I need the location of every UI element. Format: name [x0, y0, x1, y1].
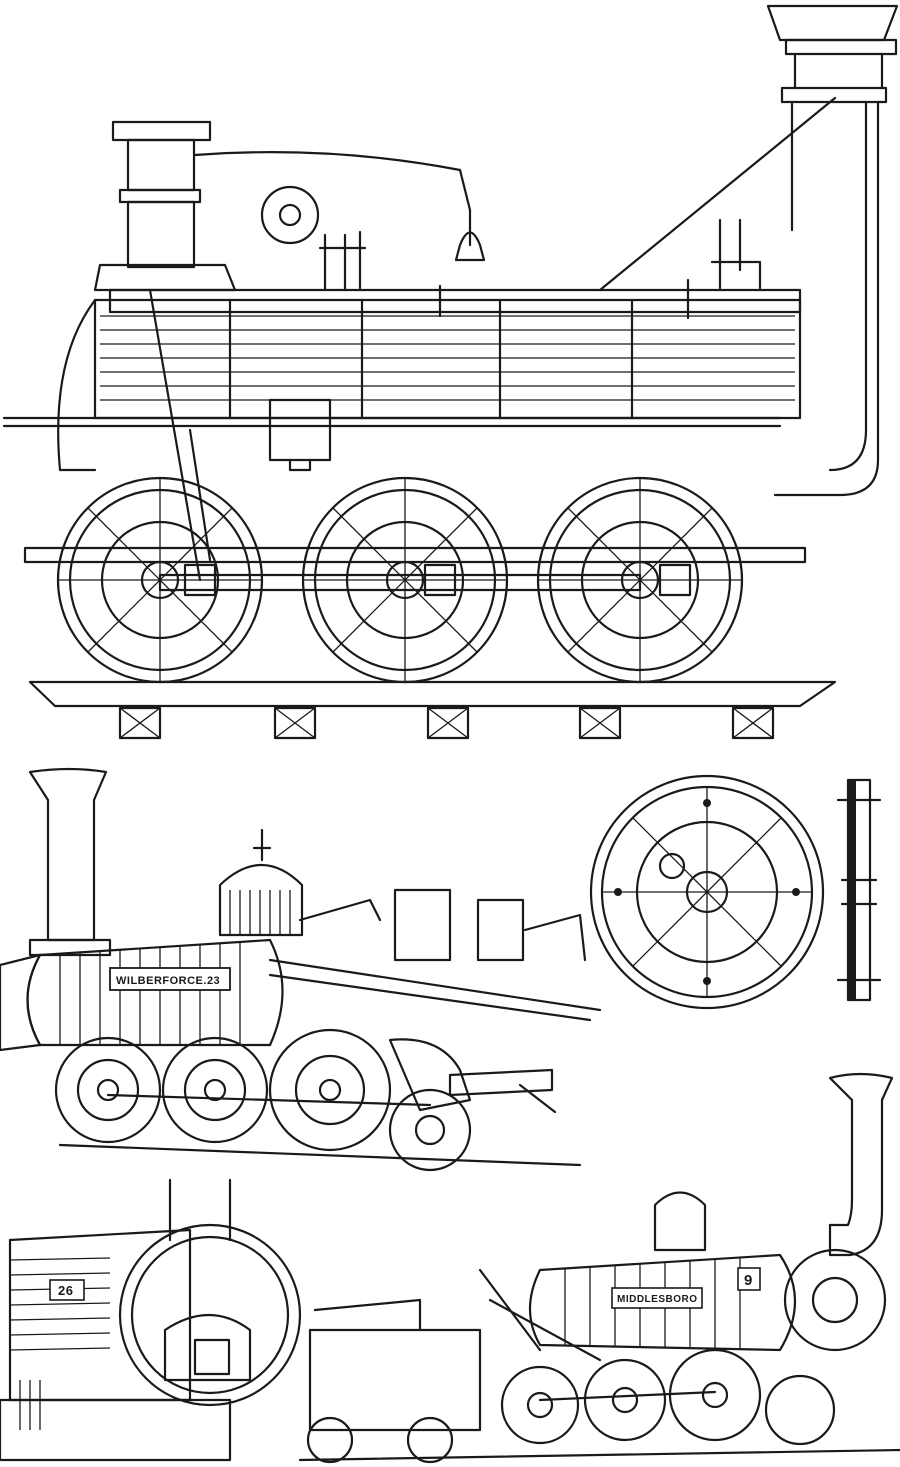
wheel-detail-front: [589, 774, 825, 1010]
frame-rail: [23, 546, 807, 564]
middlesboro-tender: [308, 1298, 482, 1432]
number-plate: [737, 1267, 761, 1291]
boiler-barrel: [57, 298, 802, 472]
water-tank: [393, 888, 452, 962]
wilberforce-wheels: [54, 1028, 472, 1172]
side-elevation-locomotive: [2, 4, 899, 740]
rail: [28, 680, 837, 708]
wilberforce-nameplate-text: WILBERFORCE.23: [116, 975, 220, 987]
gauge-dial: [260, 185, 320, 245]
middlesboro-nameplate: [611, 1287, 703, 1309]
number-plate-text: 9: [744, 1272, 753, 1289]
middlesboro-track: [298, 1448, 900, 1462]
smokebox-door: [118, 1223, 302, 1407]
middlesboro-chimney: [828, 1072, 894, 1257]
smokebox-number-plate: [49, 1279, 85, 1301]
sleepers: [118, 706, 775, 740]
wheel-detail-section: [836, 778, 882, 1002]
stack-stay-rod: [598, 96, 837, 292]
middlesboro-dome: [653, 1191, 707, 1252]
valve-rod: [148, 288, 202, 582]
smokebox-detail: 26: [0, 1178, 302, 1462]
handrail: [193, 151, 472, 212]
tall-smokestack: [766, 4, 899, 497]
wilberforce-locomotive: WILBERFORCE.23: [0, 767, 602, 1172]
running-board: [2, 416, 782, 428]
bell-icon: [454, 208, 486, 262]
smokebox-number-text: 26: [58, 1283, 73, 1298]
front-chimney: [93, 120, 237, 292]
driving-wheel-2: [301, 476, 509, 684]
middlesboro-wheels: [306, 1348, 836, 1464]
wilberforce-chimney: [28, 767, 108, 942]
middlesboro-locomotive: MIDDLESBORO 9: [298, 1072, 900, 1464]
middlesboro-nameplate-text: MIDDLESBORO: [617, 1294, 698, 1305]
wilberforce-nameplate: [109, 967, 231, 991]
wilberforce-track: [58, 1143, 582, 1167]
steam-pipe: [108, 288, 802, 314]
middlesboro-smokebox: [783, 1248, 887, 1352]
wilberforce-rod: [106, 1093, 432, 1107]
steam-dome: [218, 864, 304, 937]
coupling-rod: [158, 573, 642, 592]
